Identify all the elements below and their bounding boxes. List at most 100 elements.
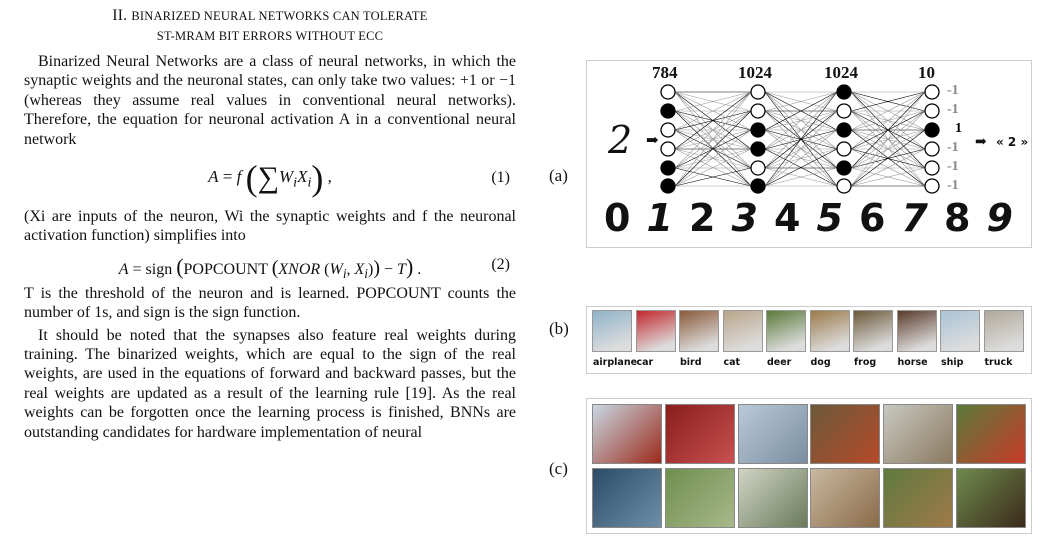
connection bbox=[674, 91, 752, 150]
connection bbox=[764, 167, 838, 187]
mnist-digit: 7 bbox=[901, 196, 928, 240]
connection bbox=[764, 91, 838, 150]
connection bbox=[850, 91, 926, 150]
connection bbox=[674, 110, 752, 169]
output-result: « 2 » bbox=[996, 135, 1029, 149]
mnist-digit: 3 bbox=[731, 196, 758, 240]
section-number: II. bbox=[112, 7, 128, 24]
mnist-digit: 1 bbox=[646, 196, 673, 240]
connection bbox=[850, 167, 926, 187]
neuron bbox=[924, 103, 940, 119]
input-digit: 2 bbox=[608, 118, 633, 162]
mnist-digit: 4 bbox=[774, 196, 801, 240]
connection bbox=[674, 91, 752, 187]
section-title-line1: Binarized Neural Networks Can Tolerate bbox=[131, 9, 428, 23]
cifar-class-label: truck bbox=[984, 357, 1013, 368]
input-arrow-icon: ➡ bbox=[646, 133, 659, 149]
photo-thumbnail bbox=[810, 468, 880, 528]
equation-2: A = sign (POPCOUNT (XNOR (Wi, Xi)) − T) … bbox=[118, 253, 510, 282]
output-arrow-icon: ➡ bbox=[975, 135, 987, 150]
photo-thumbnail bbox=[956, 468, 1026, 528]
connection bbox=[674, 129, 752, 187]
neuron bbox=[924, 141, 940, 157]
neuron bbox=[836, 160, 852, 176]
photo-thumbnail bbox=[665, 468, 735, 528]
output-value: -1 bbox=[947, 83, 959, 98]
connection bbox=[764, 148, 838, 169]
connection bbox=[850, 91, 926, 187]
neuron bbox=[750, 84, 766, 100]
cifar-class-label: frog bbox=[854, 357, 877, 368]
neuron bbox=[924, 122, 940, 138]
connection bbox=[764, 148, 838, 187]
connection bbox=[850, 91, 926, 131]
photo-thumbnail bbox=[592, 404, 662, 464]
photo-thumbnail bbox=[956, 404, 1026, 464]
connection bbox=[850, 129, 926, 169]
connection bbox=[764, 110, 838, 169]
connection bbox=[850, 148, 926, 169]
cifar-class-label: horse bbox=[897, 357, 928, 368]
connection bbox=[674, 167, 752, 187]
panel-label-b: (b) bbox=[549, 319, 569, 338]
mnist-digit: 9 bbox=[986, 196, 1013, 240]
connection bbox=[764, 91, 838, 112]
cifar-thumbnail bbox=[940, 310, 980, 352]
connection bbox=[674, 148, 752, 169]
neuron bbox=[836, 103, 852, 119]
equation-1-number: (1) bbox=[491, 169, 510, 187]
output-value: -1 bbox=[947, 178, 959, 193]
connection bbox=[764, 110, 838, 187]
mnist-digit: 8 bbox=[944, 196, 971, 240]
neuron bbox=[660, 122, 676, 138]
neuron bbox=[660, 160, 676, 176]
neuron bbox=[750, 103, 766, 119]
equation-1: A = f (∑WiXi) , (1) bbox=[208, 158, 510, 199]
output-value: -1 bbox=[947, 102, 959, 117]
cifar-class-label: cat bbox=[723, 357, 741, 368]
paragraph-2: (Xi are inputs of the neuron, Wi the syn… bbox=[24, 208, 516, 245]
neuron bbox=[750, 160, 766, 176]
section-title-line2: ST-MRAM Bit Errors without ECC bbox=[156, 29, 384, 43]
mnist-digit: 5 bbox=[816, 196, 843, 240]
photo-thumbnail bbox=[592, 468, 662, 528]
connection bbox=[764, 129, 838, 187]
cifar-thumbnail bbox=[896, 310, 937, 352]
neuron bbox=[660, 141, 676, 157]
neuron bbox=[660, 178, 676, 194]
cifar-class-label: bird bbox=[680, 357, 702, 368]
cifar-thumbnail bbox=[983, 310, 1024, 352]
output-value: -1 bbox=[947, 159, 959, 174]
connection bbox=[674, 91, 752, 131]
cifar-thumbnail bbox=[592, 310, 632, 352]
photo-thumbnail bbox=[883, 468, 953, 528]
connection bbox=[674, 91, 752, 169]
neuron bbox=[750, 122, 766, 138]
cifar-class-label: deer bbox=[767, 357, 792, 368]
layer-label-1024-b: 1024 bbox=[824, 63, 858, 82]
paragraph-1: Binarized Neural Networks are a class of… bbox=[24, 53, 516, 148]
connection bbox=[674, 91, 752, 112]
connection bbox=[764, 91, 838, 187]
cifar-class-label: ship bbox=[941, 357, 964, 368]
neuron bbox=[924, 84, 940, 100]
connection bbox=[674, 129, 752, 169]
bnn-network-diagram bbox=[660, 84, 940, 194]
connection bbox=[850, 110, 926, 187]
connection bbox=[850, 129, 926, 187]
connection bbox=[850, 91, 926, 112]
cifar-thumbnail bbox=[722, 310, 763, 352]
cifar-class-label: airplane bbox=[593, 357, 638, 368]
connection bbox=[850, 91, 926, 169]
neuron bbox=[836, 141, 852, 157]
mnist-digit: 2 bbox=[689, 196, 716, 240]
photo-thumbnail bbox=[665, 404, 735, 464]
cifar-class-label: dog bbox=[810, 357, 831, 368]
panel-a bbox=[586, 60, 1032, 248]
cifar-thumbnail bbox=[766, 310, 806, 352]
connection bbox=[764, 129, 838, 169]
output-value: -1 bbox=[947, 140, 959, 155]
paragraph-4: It should be noted that the synapses als… bbox=[24, 326, 516, 441]
panel-label-a: (a) bbox=[549, 166, 568, 185]
connection bbox=[674, 148, 752, 187]
